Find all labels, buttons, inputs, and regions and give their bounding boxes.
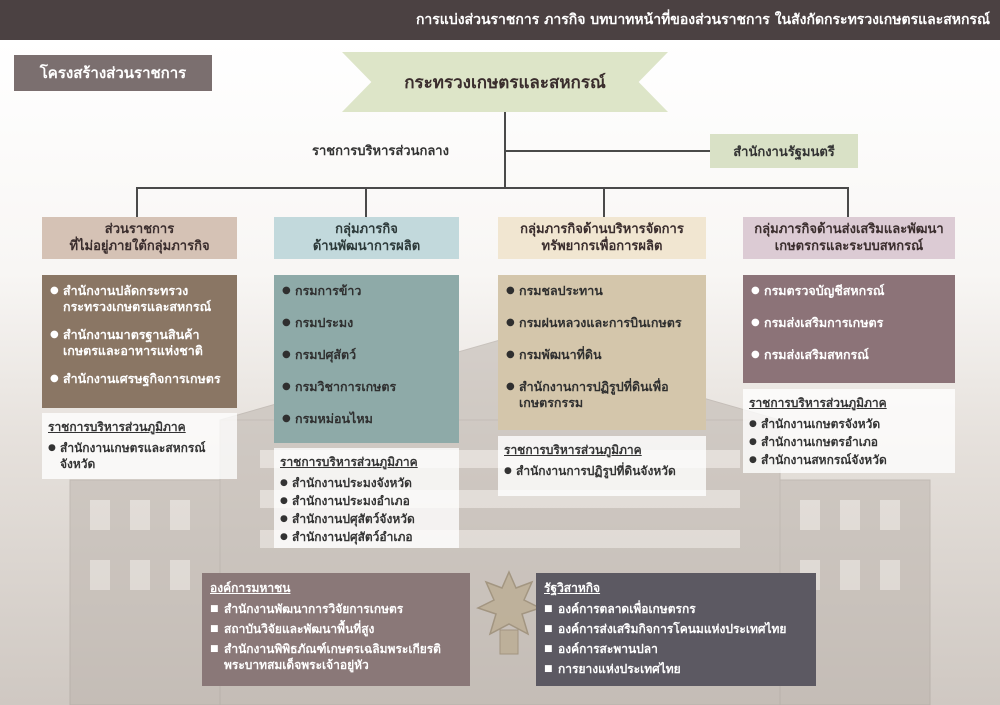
public-org-item: สำนักงานพัฒนาการวิจัยการเกษตร	[210, 601, 462, 617]
group3-regional-title: ราชการบริหารส่วนภูมิภาค	[504, 443, 642, 457]
group2-regional-title: ราชการบริหารส่วนภูมิภาค	[280, 455, 418, 469]
state-enterprise-item: องค์การสะพานปลา	[544, 641, 808, 657]
group2-item: กรมประมง	[282, 315, 453, 331]
group4-item: กรมส่งเสริมสหกรณ์	[751, 347, 949, 363]
group2-regional-item: สำนักงานปศุสัตว์อำเภอ	[280, 529, 453, 545]
connector-group1	[136, 187, 138, 217]
group3-item: กรมฝนหลวงและการบินเกษตร	[506, 315, 700, 331]
central-admin-label: ราชการบริหารส่วนกลาง	[312, 144, 449, 159]
ministry-banner: กระทรวงเกษตรและสหกรณ์	[342, 52, 668, 112]
group2-title-line2: ด้านพัฒนาการผลิต	[312, 239, 421, 254]
public-org-item: สถาบันวิจัยและพัฒนาพื้นที่สูง	[210, 621, 462, 637]
group4-box: กรมตรวจบัญชีสหกรณ์ กรมส่งเสริมการเกษตร ก…	[743, 275, 955, 383]
public-org-title: องค์การมหาชน	[210, 581, 291, 595]
group1-item: สำนักงานปลัดกระทรวง กระทรวงเกษตรและสหกรณ…	[50, 283, 231, 315]
state-enterprise-box: รัฐวิสาหกิจ องค์การตลาดเพื่อเกษตรกร องค์…	[536, 573, 816, 686]
group4-regional-item: สำนักงานเกษตรจังหวัด	[749, 416, 949, 432]
group2-item: กรมการข้าว	[282, 283, 453, 299]
connector-horizontal	[136, 187, 849, 189]
group4-regional: ราชการบริหารส่วนภูมิภาค สำนักงานเกษตรจัง…	[743, 389, 955, 473]
group1-title-line1: ส่วนราชการ	[104, 222, 175, 237]
header-title: การแบ่งส่วนราชการ ภารกิจ บทบาทหน้าที่ของ…	[415, 12, 990, 28]
pm-office-box: สำนักงานรัฐมนตรี	[710, 134, 858, 168]
group1-box: สำนักงานปลัดกระทรวง กระทรวงเกษตรและสหกรณ…	[42, 275, 237, 408]
connector-group3	[603, 187, 605, 217]
group3-item: สำนักงานการปฏิรูปที่ดินเพื่อ เกษตรกรรม	[506, 379, 700, 411]
group4-item: กรมส่งเสริมการเกษตร	[751, 315, 949, 331]
group3-item: กรมพัฒนาที่ดิน	[506, 347, 700, 363]
state-enterprise-title: รัฐวิสาหกิจ	[544, 581, 601, 595]
group2-box: กรมการข้าว กรมประมง กรมปศุสัตว์ กรมวิชาก…	[274, 275, 459, 443]
group3-header: กลุ่มภารกิจด้านบริหารจัดการ ทรัพยากรเพื่…	[498, 217, 706, 259]
group3-regional-item: สำนักงานการปฏิรูปที่ดินจังหวัด	[504, 463, 700, 479]
connector-group2	[365, 187, 367, 217]
group3-title-line1: กลุ่มภารกิจด้านบริหารจัดการ	[520, 222, 684, 237]
connector-group4	[847, 187, 849, 217]
group1-title-line2: ที่ไม่อยู่ภายใต้กลุ่มภารกิจ	[69, 239, 210, 254]
connector-pm-office	[505, 150, 710, 152]
group4-header: กลุ่มภารกิจด้านส่งเสริมและพัฒนา เกษตรกรแ…	[743, 217, 955, 259]
group2-regional: ราชการบริหารส่วนภูมิภาค สำนักงานประมงจัง…	[274, 448, 459, 548]
group1-header: ส่วนราชการ ที่ไม่อยู่ภายใต้กลุ่มภารกิจ	[42, 217, 237, 259]
group2-regional-item: สำนักงานประมงอำเภอ	[280, 493, 453, 509]
group1-regional-item: สำนักงานเกษตรและสหกรณ์ จังหวัด	[48, 440, 231, 472]
group2-item: กรมหม่อนไหม	[282, 411, 453, 427]
group4-regional-item: สำนักงานเกษตรอำเภอ	[749, 434, 949, 450]
group2-title-line1: กลุ่มภารกิจ	[335, 222, 398, 237]
group1-item: สำนักงานเศรษฐกิจการเกษตร	[50, 371, 231, 387]
group4-item: กรมตรวจบัญชีสหกรณ์	[751, 283, 949, 299]
group3-regional: ราชการบริหารส่วนภูมิภาค สำนักงานการปฏิรู…	[498, 436, 706, 496]
structure-label: โครงสร้างส่วนราชการ	[14, 55, 212, 91]
group2-item: กรมปศุสัตว์	[282, 347, 453, 363]
state-enterprise-item: องค์การส่งเสริมกิจการโคนมแห่งประเทศไทย	[544, 621, 808, 637]
garuda-emblem-icon	[476, 570, 542, 655]
group2-header: กลุ่มภารกิจ ด้านพัฒนาการผลิต	[274, 217, 459, 259]
group3-item: กรมชลประทาน	[506, 283, 700, 299]
group3-box: กรมชลประทาน กรมฝนหลวงและการบินเกษตร กรมพ…	[498, 275, 706, 430]
state-enterprise-item: การยางแห่งประเทศไทย	[544, 661, 808, 677]
group2-regional-item: สำนักงานปศุสัตว์จังหวัด	[280, 511, 453, 527]
group4-regional-title: ราชการบริหารส่วนภูมิภาค	[749, 396, 887, 410]
group3-title-line2: ทรัพยากรเพื่อการผลิต	[541, 239, 663, 254]
group4-regional-item: สำนักงานสหกรณ์จังหวัด	[749, 452, 949, 468]
public-org-item: สำนักงานพิพิธภัณฑ์เกษตรเฉลิมพระเกียรติ พ…	[210, 641, 462, 673]
group2-item: กรมวิชาการเกษตร	[282, 379, 453, 395]
state-enterprise-item: องค์การตลาดเพื่อเกษตรกร	[544, 601, 808, 617]
group2-regional-item: สำนักงานประมงจังหวัด	[280, 475, 453, 491]
group1-regional: ราชการบริหารส่วนภูมิภาค สำนักงานเกษตรและ…	[42, 413, 237, 479]
group1-item: สำนักงานมาตรฐานสินค้า เกษตรและอาหารแห่งช…	[50, 327, 231, 359]
public-org-box: องค์การมหาชน สำนักงานพัฒนาการวิจัยการเกษ…	[202, 573, 470, 686]
group4-title-line1: กลุ่มภารกิจด้านส่งเสริมและพัฒนา	[754, 222, 944, 237]
group4-title-line2: เกษตรกรและระบบสหกรณ์	[774, 239, 924, 254]
group1-regional-title: ราชการบริหารส่วนภูมิภาค	[48, 420, 186, 434]
header-bar: การแบ่งส่วนราชการ ภารกิจ บทบาทหน้าที่ของ…	[0, 0, 1000, 40]
